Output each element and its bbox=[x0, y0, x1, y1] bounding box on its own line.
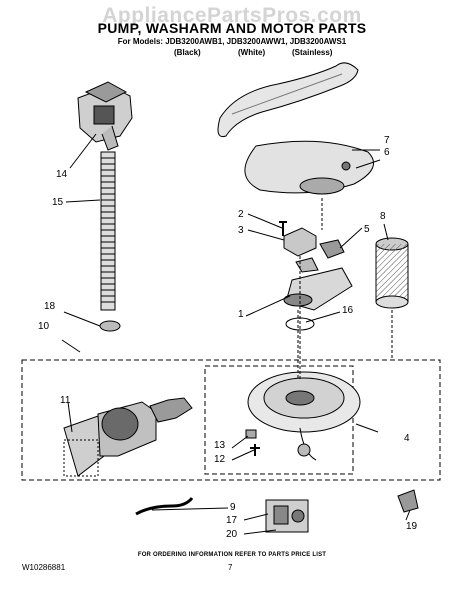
callout-19: 19 bbox=[406, 521, 418, 532]
motor-part bbox=[63, 397, 193, 477]
sump-part bbox=[247, 371, 361, 461]
color-white: (White) bbox=[238, 48, 266, 57]
fine-filter-part bbox=[375, 237, 409, 309]
callout-5: 5 bbox=[364, 224, 370, 235]
callout-8: 8 bbox=[380, 211, 386, 222]
callout-12: 12 bbox=[214, 454, 226, 465]
callout-13: 13 bbox=[214, 440, 226, 451]
clip-part bbox=[245, 429, 257, 439]
watermark: AppliancePartsPros.com bbox=[102, 4, 362, 27]
screw-part bbox=[279, 221, 287, 236]
callout-1: 1 bbox=[238, 309, 244, 320]
callout-15: 15 bbox=[52, 197, 64, 208]
diverter-part bbox=[283, 227, 317, 257]
callout-9: 9 bbox=[230, 502, 236, 513]
callout-17: 17 bbox=[226, 515, 238, 526]
models-line: For Models: JDB3200AWB1, JDB3200AWW1, JD… bbox=[117, 37, 347, 46]
chopper-part bbox=[283, 257, 353, 311]
page-number: 7 bbox=[228, 563, 233, 572]
hose-clamp-part bbox=[99, 320, 121, 332]
bracket-part bbox=[319, 239, 345, 259]
callout-2: 2 bbox=[238, 209, 244, 220]
screw-part-12 bbox=[250, 444, 260, 456]
callout-16: 16 bbox=[342, 305, 354, 316]
document-id: W10286881 bbox=[22, 563, 66, 572]
callout-20: 20 bbox=[226, 529, 238, 540]
callout-4: 4 bbox=[404, 433, 410, 444]
callout-10: 10 bbox=[38, 321, 50, 332]
filter-plate-part bbox=[244, 140, 375, 195]
color-stainless: (Stainless) bbox=[292, 48, 333, 57]
callout-14: 14 bbox=[56, 169, 68, 180]
page-title: PUMP, WASHARM AND MOTOR PARTS bbox=[97, 20, 367, 36]
drain-pump-part bbox=[265, 499, 309, 533]
small-hose-part bbox=[135, 497, 194, 516]
callout-3: 3 bbox=[238, 225, 244, 236]
connector-part bbox=[397, 489, 419, 513]
callout-11: 11 bbox=[60, 395, 71, 406]
wash-arm-part bbox=[217, 62, 359, 138]
callout-7: 7 bbox=[384, 135, 390, 146]
ordering-footer: FOR ORDERING INFORMATION REFER TO PARTS … bbox=[137, 552, 327, 558]
leader-lines bbox=[61, 133, 411, 535]
sump-assembly-box bbox=[204, 365, 354, 475]
motor-assembly-box bbox=[21, 359, 441, 481]
drain-hose-part bbox=[100, 151, 116, 311]
pump-motor-part bbox=[77, 81, 133, 151]
vertical-dashed-leaders bbox=[297, 198, 393, 380]
callout-6: 6 bbox=[384, 147, 390, 158]
color-black: (Black) bbox=[174, 48, 201, 57]
callout-18: 18 bbox=[44, 301, 56, 312]
